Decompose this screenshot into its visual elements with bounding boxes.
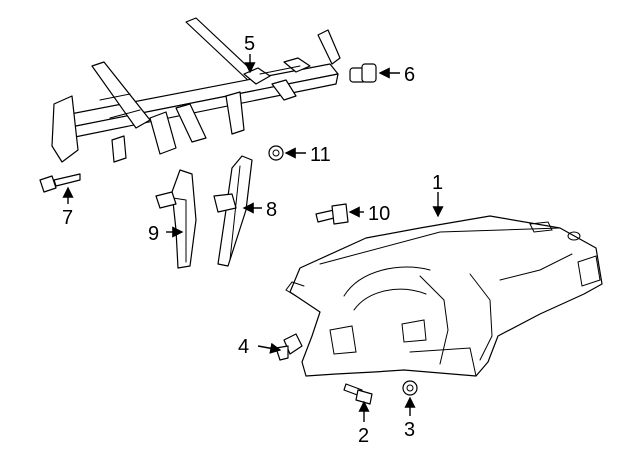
- nut-part-11[interactable]: [268, 145, 284, 161]
- clip-part-4[interactable]: [275, 333, 303, 361]
- callout-labels: 1 2 3 4 5 6 7 8 9 10 11: [62, 33, 443, 447]
- instrument-panel-part-1[interactable]: [285, 215, 603, 377]
- callout-label-3: 3: [404, 419, 415, 441]
- bolt-part-7[interactable]: [39, 173, 81, 193]
- callout-label-6: 6: [404, 64, 415, 86]
- callout-label-2: 2: [358, 425, 369, 447]
- callout-label-5: 5: [244, 33, 255, 55]
- callout-label-10: 10: [368, 203, 390, 225]
- nut-part-3[interactable]: [402, 380, 418, 396]
- bracket-part-6[interactable]: [349, 63, 377, 83]
- callout-label-7: 7: [62, 207, 73, 229]
- bolt-part-10[interactable]: [315, 203, 349, 225]
- callout-label-11: 11: [310, 144, 331, 166]
- callout-label-9: 9: [148, 223, 159, 245]
- reinforcement-beam-part[interactable]: [51, 17, 341, 163]
- callout-label-1: 1: [432, 172, 443, 194]
- bolt-part-2[interactable]: [343, 383, 373, 405]
- leader-4: [257, 342, 282, 354]
- brace-part-9[interactable]: [155, 169, 197, 269]
- callout-label-8: 8: [266, 199, 277, 221]
- callout-label-4: 4: [238, 336, 249, 358]
- leader-lines: [62, 54, 444, 422]
- brace-part-8[interactable]: [213, 155, 253, 267]
